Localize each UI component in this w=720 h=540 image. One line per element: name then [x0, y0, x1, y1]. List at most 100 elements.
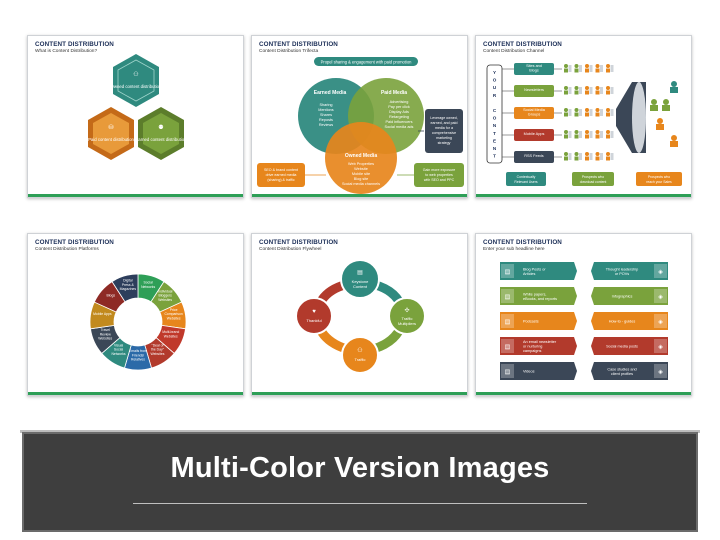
heart-icon: ♥ [312, 309, 316, 315]
channel-box [514, 63, 554, 75]
person-icon [595, 64, 600, 68]
content-type-icon: ▤ [505, 270, 511, 276]
top-banner [314, 57, 418, 66]
node-label: Traffic [355, 357, 366, 362]
funnel-mouth [632, 82, 646, 153]
earned-item: Shares [320, 113, 332, 117]
segment-label: Visual [114, 343, 123, 347]
vertical-letter: N [493, 146, 497, 151]
content-type-left [500, 362, 577, 380]
content-type-icon: ◈ [658, 345, 663, 351]
segment-label: Websites [158, 298, 172, 302]
segment-label: Review [100, 332, 112, 336]
segment-label: Websites [98, 337, 112, 341]
channel-label: Social Media [523, 108, 546, 112]
vertical-letter: U [493, 85, 497, 90]
document-icon: ▤ [357, 270, 363, 276]
person-icon [585, 108, 589, 112]
slide-subtitle: Content Distribution Trifecta [259, 49, 319, 54]
slide-subtitle: Content Distribution Channel [483, 49, 545, 54]
content-type-right [591, 362, 668, 380]
content-type-label: Thought leadership [606, 267, 639, 271]
content-type-label: How-to - guides [609, 320, 636, 324]
segment-label: Websites [164, 334, 178, 338]
owned-item: Social media channels [342, 182, 380, 186]
channel-box [514, 151, 554, 163]
channel-label: Mobile Apps [524, 132, 545, 136]
content-type-right [591, 312, 668, 330]
flywheel-diagram: ▤ Keystone Content ✣ Traffic Multipliers… [295, 259, 426, 374]
segment-label: Networks [141, 285, 155, 289]
person-icon [595, 130, 600, 134]
banner-title: Multi-Color Version Images [170, 452, 550, 484]
person-icon [574, 152, 579, 156]
person-icon [606, 86, 610, 90]
vertical-letter: N [493, 123, 497, 128]
earned-item: Sharing [319, 103, 332, 107]
banner-underline [133, 503, 587, 504]
right-box [425, 109, 463, 153]
hexagon-diagram: ⚇ Owned content distribution ⛁ Paid cont… [88, 54, 187, 160]
content-type-right [591, 337, 668, 355]
person-icon [606, 64, 610, 68]
channel-label: RSS Feeds [524, 154, 544, 158]
earned-item: Mentions [318, 108, 334, 112]
vertical-letter: E [493, 138, 496, 143]
slide-content-distribution-channel[interactable]: CONTENT DISTRIBUTION Content Distributio… [475, 35, 692, 198]
owned-title: Owned Media [345, 153, 377, 159]
person-icon [564, 64, 568, 68]
content-type-icon: ◈ [658, 320, 663, 326]
content-type-label: or nurturing [523, 345, 542, 349]
svg-text:Content: Content [353, 284, 368, 289]
node-thankful [295, 297, 333, 335]
handshake-icon: ⚇ [133, 71, 138, 78]
earned-item: Reposts [319, 118, 333, 122]
content-type-label: eBooks, and reports [523, 297, 557, 301]
channel-label: Sites and [526, 64, 542, 68]
segment-label: the Day" [151, 348, 165, 352]
segment-label: Price [170, 308, 178, 312]
segment-label: Travel [101, 328, 111, 332]
person-icon [606, 152, 610, 156]
segment-label: "Deal of [151, 343, 163, 347]
segment-label: Individual [158, 289, 173, 293]
content-type-left [500, 312, 577, 330]
segment-label: Blogs [107, 293, 116, 297]
slide-content-types[interactable]: CONTENT DISTRIBUTION Enter your sub head… [475, 233, 692, 396]
content-type-icon: ◈ [658, 370, 663, 376]
content-type-label: campaigns [523, 349, 541, 353]
content-type-icon: ▤ [505, 320, 511, 326]
person-icon [595, 152, 600, 156]
vertical-letter: O [493, 116, 497, 121]
slide-content-distribution-flywheel[interactable]: CONTENT DISTRIBUTION Content Distributio… [251, 233, 468, 396]
person-icon [574, 64, 579, 68]
owned-item: Website [354, 167, 368, 171]
owned-circle [325, 122, 397, 194]
slide-title: CONTENT DISTRIBUTION [483, 41, 562, 48]
segment-label: Emails from [129, 349, 147, 353]
person-icon [595, 108, 600, 112]
slide-content-distribution-platforms[interactable]: CONTENT DISTRIBUTION Content Distributio… [27, 233, 244, 396]
content-type-icon: ▤ [505, 345, 511, 351]
slide-content-distribution-trifecta[interactable]: CONTENT DISTRIBUTION Content Distributio… [251, 35, 468, 198]
vertical-letter: R [493, 93, 497, 98]
content-type-left [500, 262, 577, 280]
hexagon-owned [113, 54, 159, 107]
content-type-label: An email newsletter [523, 340, 557, 344]
content-type-label: Social media posts [606, 345, 638, 349]
segment-label: Friends/ [132, 353, 144, 357]
people-icons [650, 81, 678, 147]
channel-box [514, 107, 554, 119]
slide-title: CONTENT DISTRIBUTION [35, 41, 114, 48]
segment-label: Websites [167, 316, 181, 320]
your-content-box [486, 64, 503, 164]
content-type-label: Podcasts [523, 320, 539, 324]
content-type-label: Blog Posts or [523, 267, 546, 271]
person-icon [585, 64, 589, 68]
slide-what-is-content-distribution[interactable]: CONTENT DISTRIBUTION What is Content Dis… [27, 35, 244, 198]
